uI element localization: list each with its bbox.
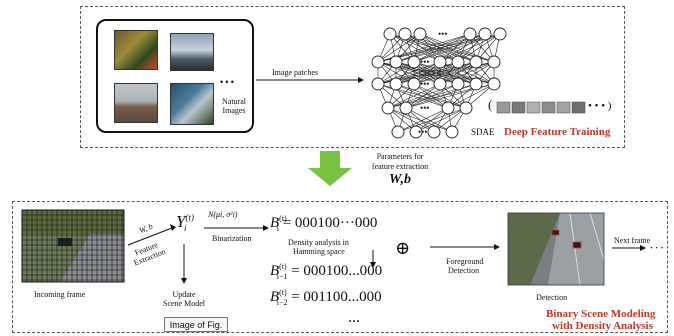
sdae-ellipsis: •••	[418, 127, 427, 137]
vertical-ellipsis: ···	[348, 314, 361, 328]
binary-scene-title-line2: with Density Analysis	[552, 320, 653, 332]
y-symbol: Y(t)i	[176, 212, 194, 234]
sdae-ellipsis: •••	[420, 103, 429, 113]
sdae-node	[371, 77, 385, 91]
sdae-node	[371, 55, 385, 69]
sdae-node	[487, 55, 501, 69]
detection-image	[507, 212, 605, 286]
sdae-node	[441, 101, 455, 115]
sdae-node	[427, 125, 441, 139]
paren-open: (	[488, 97, 493, 112]
sdae-node	[469, 55, 483, 69]
sdae-node	[383, 27, 397, 41]
density-line1: Density analysis in	[288, 238, 349, 247]
b-t-1-equation: B(t)i−1 = 000100...000	[270, 262, 383, 281]
sdae-node	[469, 77, 483, 91]
paren-close: • • • )	[588, 100, 612, 112]
natural-image-thumb-4	[170, 83, 214, 125]
sdae-network: ••• ••• ••• ••• •••	[371, 27, 507, 139]
natural-image-thumb-3	[114, 83, 158, 123]
sdae-node	[451, 55, 465, 69]
next-frame-label: Next frame	[614, 236, 651, 245]
sdae-node	[493, 27, 507, 41]
sdae-node	[409, 125, 423, 139]
sdae-node	[433, 55, 447, 69]
sdae-node	[381, 101, 395, 115]
sdae-ellipsis: •••	[420, 79, 429, 89]
sdae-node	[459, 101, 473, 115]
parameters-line1: Parameters for	[376, 152, 424, 161]
normal-distribution-label: N(μi, σ²i)	[208, 210, 238, 219]
image-tooltip: Image of Fig.	[164, 317, 228, 332]
binarization-label: Binarization	[212, 234, 252, 243]
sdae-label: SDAE	[471, 127, 495, 137]
xor-symbol: ⊕	[395, 238, 411, 258]
sdae-node	[433, 77, 447, 91]
sdae-ellipsis: •••	[438, 29, 447, 39]
deep-feature-training-panel	[80, 6, 625, 148]
natural-images-label: Natural Images	[222, 97, 246, 115]
b-t-equation: B(t)i = 000100···000	[270, 214, 378, 233]
sdae-node	[445, 125, 459, 139]
density-line2: Hamming space	[293, 247, 345, 256]
sdae-node	[391, 125, 405, 139]
green-down-arrow	[308, 151, 352, 186]
feature-extraction-arrow	[127, 227, 173, 246]
sdae-node	[413, 27, 427, 41]
parameters-line2: feature extraction	[371, 162, 429, 171]
image-patches-arrowhead	[358, 77, 364, 83]
next-dots: · · ·	[650, 243, 664, 253]
foreground-line1: Foreground	[446, 257, 484, 266]
incoming-frame-label: Incoming frame	[34, 290, 86, 299]
image-patches-label: Image patches	[272, 68, 318, 77]
parameters-symbol: W,b	[389, 172, 411, 187]
natural-image-thumb-2	[170, 33, 214, 71]
deep-feature-training-title: Deep Feature Training	[504, 126, 611, 138]
sdae-node	[463, 27, 477, 41]
incoming-frame-image	[21, 209, 125, 283]
b-t-2-equation: B(t)i−2 = 001100...000	[270, 288, 382, 307]
update-line2: Scene Model	[163, 299, 205, 308]
patch-strip	[496, 101, 586, 114]
ellipsis-text: • • •	[220, 77, 234, 87]
binary-scene-title-line1: Binary Scene Modeling	[546, 308, 656, 320]
natural-images-box: • • • Natural Images	[96, 19, 254, 133]
natural-image-thumb-1	[114, 30, 158, 70]
sdae-node	[399, 101, 413, 115]
binary-scene-modeling-panel	[12, 201, 668, 333]
sdae-node	[407, 77, 421, 91]
update-line1: Update	[172, 290, 196, 299]
sdae-node	[398, 27, 412, 41]
sdae-node	[407, 55, 421, 69]
sdae-node	[487, 77, 501, 91]
sdae-node	[389, 77, 403, 91]
detection-label: Detection	[536, 293, 568, 302]
sdae-ellipsis: •••	[420, 57, 429, 67]
sdae-node	[451, 77, 465, 91]
sdae-node	[389, 55, 403, 69]
sdae-node	[478, 27, 492, 41]
foreground-line2: Detection	[448, 266, 480, 275]
